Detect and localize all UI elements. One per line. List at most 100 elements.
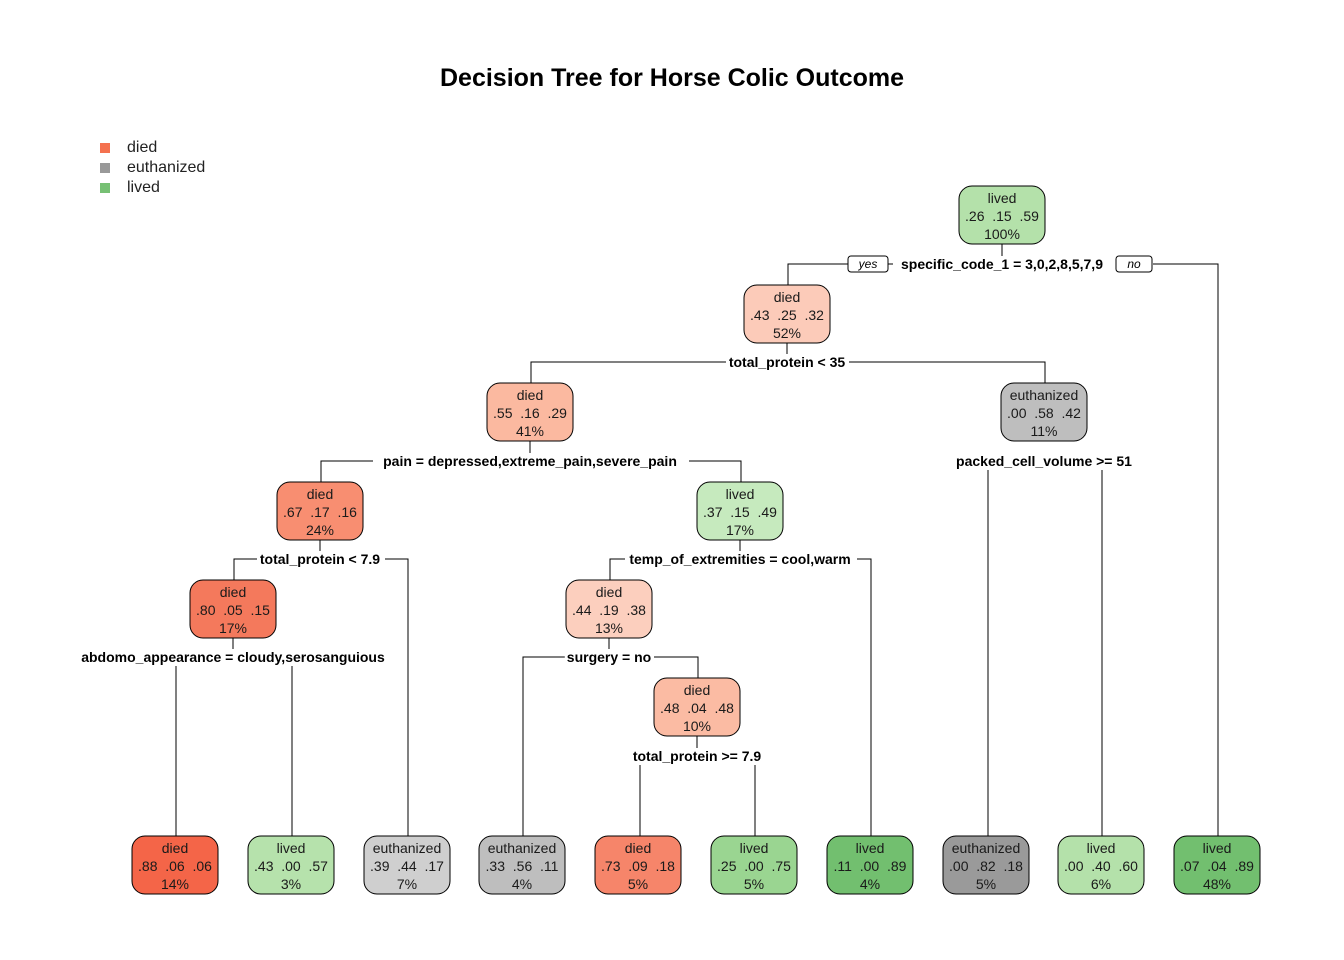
node-box <box>743 284 831 344</box>
node-class-label: died <box>162 840 188 856</box>
split-text-bg <box>954 453 1135 469</box>
split-text: total_protein < 7.9 <box>260 551 380 567</box>
node-box <box>276 481 364 541</box>
edge-17 <box>522 656 565 836</box>
node-percent: 3% <box>281 876 301 892</box>
node-probabilities: .48 .04 .48 <box>660 700 734 716</box>
node-probabilities: .11 .00 .89 <box>834 858 907 874</box>
legend-item-lived: lived <box>100 178 205 198</box>
split-text-bg <box>79 649 387 665</box>
split-text-bg <box>899 256 1106 272</box>
node-class-label: lived <box>988 190 1017 206</box>
edge-18 <box>654 656 699 678</box>
node-percent: 41% <box>516 423 544 439</box>
legend-item-died: died <box>100 138 205 158</box>
tree-node-l8: euthanized.00 .82 .185% <box>942 835 1030 895</box>
tree-node-l5: died .73 .09 .18 5% <box>594 835 682 895</box>
edge-13 <box>609 558 625 580</box>
split-text: specific_code_1 = 3,0,2,8,5,7,9 <box>901 256 1103 272</box>
node-percent: 48% <box>1203 876 1231 892</box>
tree-node-l7: lived.11 .00 .894% <box>826 835 914 895</box>
tree-node-l2: lived .43 .00 .57 3% <box>247 835 335 895</box>
tree-node-l10: lived .07 .04 .89 48% <box>1173 835 1261 895</box>
no-branch-label: no <box>1115 255 1153 273</box>
tree-node-l9: lived.00 .40 .606% <box>1057 835 1145 895</box>
legend-item-euthanized: euthanized <box>100 158 205 178</box>
node-percent: 52% <box>773 325 801 341</box>
split-text-bg <box>627 551 853 567</box>
edge-4 <box>530 361 726 383</box>
node-box <box>189 579 277 639</box>
split-s7: abdomo_appearance = cloudy,serosanguious <box>79 649 387 665</box>
node-percent: 17% <box>219 620 247 636</box>
split-s3: pain = depressed,extreme_pain,severe_pai… <box>381 453 679 469</box>
split-s2: total_protein < 35 <box>726 354 848 370</box>
node-percent: 5% <box>628 876 648 892</box>
node-probabilities: .43 .00 .57 <box>254 858 328 874</box>
node-class-label: died <box>774 289 800 305</box>
node-percent: 4% <box>860 876 880 892</box>
tree-node-n9: died .48 .04 .48 10% <box>653 677 741 737</box>
node-percent: 5% <box>744 876 764 892</box>
node-box <box>486 382 574 442</box>
node-box <box>594 835 682 895</box>
node-class-label: euthanized <box>1010 387 1079 403</box>
node-box <box>696 481 784 541</box>
node-percent: 10% <box>683 718 711 734</box>
node-class-label: lived <box>726 486 755 502</box>
split-text: abdomo_appearance = cloudy,serosanguious <box>81 649 385 665</box>
node-percent: 7% <box>397 876 417 892</box>
node-percent: 13% <box>595 620 623 636</box>
node-box <box>1000 382 1088 442</box>
node-class-label: died <box>596 584 622 600</box>
node-class-label: died <box>220 584 246 600</box>
edge-8 <box>689 460 742 482</box>
node-class-label: died <box>684 682 710 698</box>
split-text: pain = depressed,extreme_pain,severe_pai… <box>383 453 677 469</box>
legend-swatch-euthanized <box>100 163 110 173</box>
node-percent: 6% <box>1091 876 1111 892</box>
split-s5: total_protein < 7.9 <box>257 551 383 567</box>
node-box <box>710 835 798 895</box>
node-probabilities: .33 .56 .11 <box>486 858 559 874</box>
node-class-label: died <box>517 387 543 403</box>
split-s4: packed_cell_volume >= 51 <box>954 453 1135 469</box>
node-probabilities: .67 .17 .16 <box>283 504 357 520</box>
node-box <box>131 835 219 895</box>
node-percent: 24% <box>306 522 334 538</box>
tree-node-l4: euthanized .33 .56 .11 4% <box>478 835 566 895</box>
tree-node-l3: euthanized.39 .44 .177% <box>363 835 451 895</box>
legend-swatch-died <box>100 143 110 153</box>
node-box <box>1057 835 1145 895</box>
node-probabilities: .44 .19 .38 <box>572 602 646 618</box>
tree-node-n8: died .44 .19 .38 13% <box>565 579 653 639</box>
node-box <box>958 185 1046 245</box>
node-probabilities: .26 .15 .59 <box>965 208 1039 224</box>
split-text: total_protein < 35 <box>729 354 846 370</box>
split-text: packed_cell_volume >= 51 <box>956 453 1132 469</box>
node-box <box>363 835 451 895</box>
split-text: surgery = no <box>567 649 651 665</box>
node-probabilities: .00 .40 .60 <box>1064 858 1138 874</box>
edge-2 <box>1153 263 1219 836</box>
node-probabilities: .39 .44 .17 <box>370 858 444 874</box>
split-text: total_protein >= 7.9 <box>633 748 762 764</box>
node-class-label: lived <box>1203 840 1232 856</box>
split-s8: surgery = no <box>564 649 654 665</box>
node-box <box>653 677 741 737</box>
chart-title: Decision Tree for Horse Colic Outcome <box>439 64 904 92</box>
node-probabilities: .73 .09 .18 <box>601 858 675 874</box>
no-label-box <box>1115 255 1153 273</box>
node-probabilities: .07 .04 .89 <box>1180 858 1254 874</box>
node-percent: 4% <box>512 876 532 892</box>
node-class-label: died <box>625 840 651 856</box>
node-class-label: lived <box>277 840 306 856</box>
legend-swatch-lived <box>100 183 110 193</box>
edge-11 <box>385 558 409 836</box>
node-probabilities: .88 .06 .06 <box>138 858 212 874</box>
node-class-label: euthanized <box>488 840 557 856</box>
